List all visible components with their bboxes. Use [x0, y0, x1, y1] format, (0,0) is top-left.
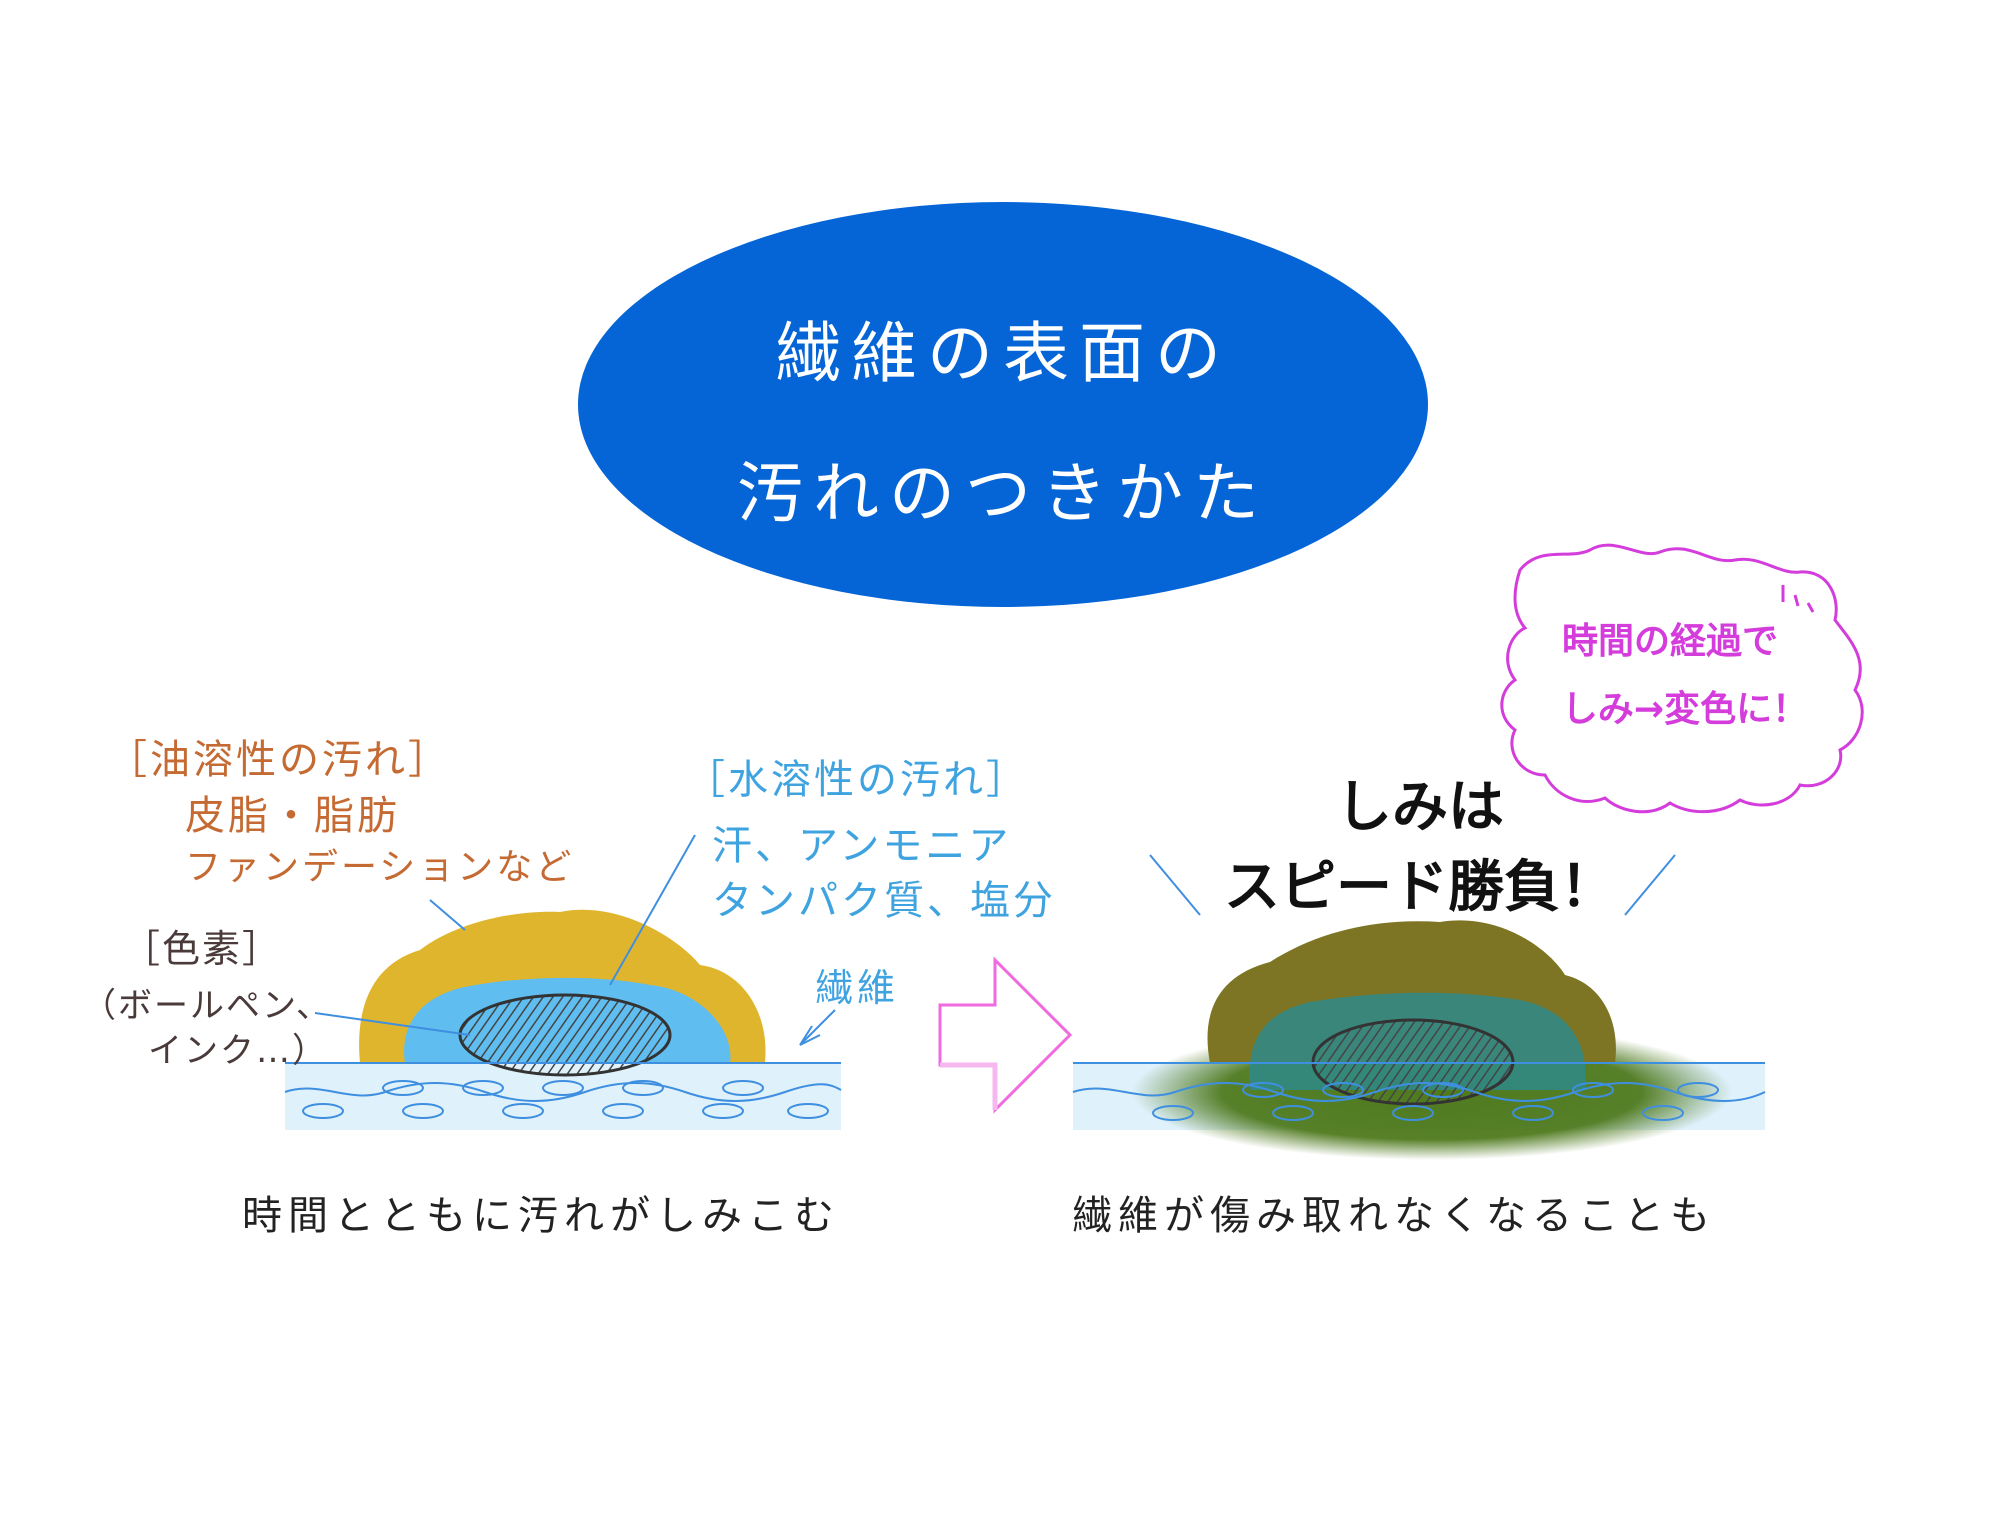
- emphasis-line-left: [1149, 854, 1201, 916]
- leader-pigment: [314, 1012, 471, 1036]
- title-line-2: 汚れのつきかた: [737, 455, 1269, 532]
- title-line-1: 繊維の表面の: [775, 315, 1231, 392]
- headline-line-1: しみは: [1336, 775, 1504, 840]
- water-example-2: タンパク質、塩分: [712, 878, 1056, 924]
- burst-line-2: しみ→変色に！: [1561, 689, 1809, 730]
- fiber-pointer-arrow: [799, 1009, 836, 1046]
- water-heading: ［水溶性の汚れ］: [685, 757, 1029, 803]
- headline-line-2: スピード勝負！: [1224, 855, 1616, 920]
- fiber-wave-right: [1072, 1082, 1766, 1102]
- oil-example-1: 皮脂・脂肪: [185, 793, 400, 839]
- progress-arrow-shadow: [940, 1062, 998, 1110]
- oil-heading: ［油溶性の汚れ］: [107, 737, 451, 783]
- left-diagram: [284, 834, 842, 1130]
- caption-left: 時間とともに汚れがしみこむ: [242, 1193, 840, 1239]
- progress-arrow: [938, 956, 1073, 1114]
- oil-example-2: ファンデーションなど: [185, 847, 575, 888]
- fiber-ovals-right: [1152, 1082, 1719, 1121]
- leader-water: [609, 834, 696, 986]
- alert-burst-bubble: [1500, 543, 1864, 814]
- pigment-heading: ［色素］: [122, 927, 283, 971]
- fiber-label: 繊維: [815, 966, 900, 1010]
- caption-right: 繊維が傷み取れなくなることも: [1072, 1193, 1716, 1239]
- burst-line-1: 時間の経過で: [1561, 621, 1778, 662]
- pigment-blob-left: [458, 993, 672, 1077]
- emphasis-line-right: [1624, 854, 1676, 916]
- pigment-example-1: （ボールペン、: [82, 986, 332, 1026]
- burst-spark-marks: [1781, 585, 1815, 613]
- right-diagram: [1072, 854, 1766, 1160]
- pigment-example-2: インク…）: [148, 1031, 328, 1071]
- title-oval: [578, 202, 1428, 607]
- fiber-ovals-left: [302, 1080, 829, 1119]
- leader-oil: [429, 899, 466, 931]
- water-example-1: 汗、アンモニア: [712, 823, 1012, 869]
